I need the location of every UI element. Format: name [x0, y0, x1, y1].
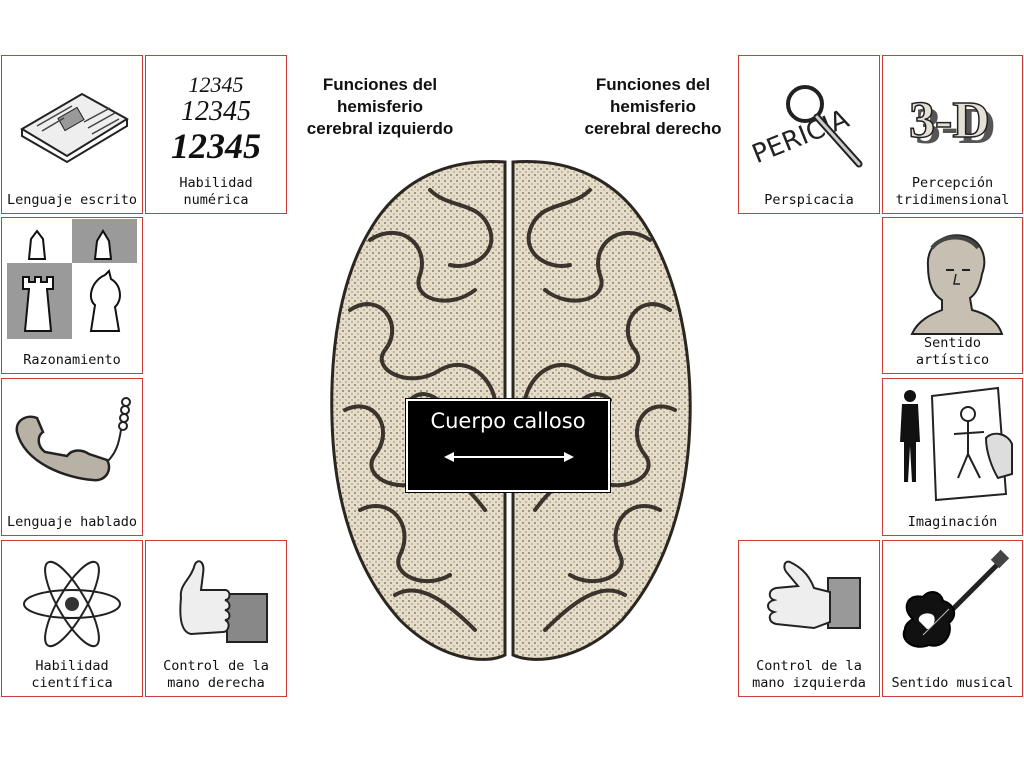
corpus-callosum-label: Cuerpo calloso: [430, 409, 586, 433]
drawing-figure-icon: [883, 383, 1022, 502]
number-line: 12345: [171, 126, 261, 166]
number-line: 12345: [181, 96, 251, 127]
box-percepcion-tridimensional: 3-D 3-D Percepción tridimensional: [882, 55, 1023, 214]
left-hemisphere-heading: Funciones del hemisferio cerebral izquie…: [306, 75, 454, 138]
atom-icon: [2, 545, 142, 663]
three-d-icon: 3-D 3-D: [883, 60, 1022, 178]
box-razonamiento: Razonamiento: [1, 217, 143, 374]
box-imaginacion: Imaginación: [882, 378, 1023, 536]
box-label: Control de la mano derecha: [163, 658, 269, 691]
three-d-text: 3-D: [909, 92, 990, 149]
box-label: Lenguaje escrito: [6, 192, 138, 208]
box-sentido-artistico: Sentido artístico: [882, 217, 1023, 374]
double-arrow-icon: [444, 452, 574, 462]
box-habilidad-cientifica: Habilidad científica: [1, 540, 143, 697]
numbers-icon: 12345 12345 12345: [146, 60, 286, 178]
box-lenguaje-hablado: Lenguaje hablado: [1, 378, 143, 536]
telephone-icon: [2, 383, 142, 501]
right-hemisphere-heading: Funciones del hemisferio cerebral derech…: [584, 75, 722, 138]
box-lenguaje-escrito: Lenguaje escrito: [1, 55, 143, 214]
box-control-mano-derecha: Control de la mano derecha: [145, 540, 287, 697]
box-label: Razonamiento: [23, 352, 121, 368]
thumbs-up-left-icon: [739, 543, 879, 661]
box-label: Lenguaje hablado: [6, 514, 138, 530]
box-sentido-musical: Sentido musical: [882, 540, 1023, 697]
guitar-icon: [883, 545, 1022, 663]
thumbs-up-icon: [146, 545, 286, 663]
three-d-shadow: 3-D: [915, 98, 996, 155]
box-perspicacia: PERICIA Perspicacia: [738, 55, 880, 214]
box-label: Habilidad científica: [31, 658, 113, 691]
newspaper-icon: [2, 60, 142, 178]
box-label: Control de la mano izquierda: [752, 658, 866, 691]
box-label: Sentido musical: [891, 675, 1014, 691]
brain-diagram: [300, 150, 730, 670]
box-control-mano-izquierda: Control de la mano izquierda: [738, 540, 880, 697]
box-habilidad-numerica: 12345 12345 12345 Habilidad numérica: [145, 55, 287, 214]
chess-icon: [2, 219, 142, 339]
number-line: 12345: [188, 72, 244, 97]
box-label: Percepción tridimensional: [895, 175, 1010, 208]
box-label: Imaginación: [907, 514, 998, 530]
box-label: Perspicacia: [764, 192, 854, 208]
corpus-callosum-box: Cuerpo calloso: [405, 398, 611, 493]
magnifier-icon: PERICIA: [739, 60, 879, 178]
box-label: Sentido artístico: [915, 335, 990, 368]
box-label: Habilidad numérica: [179, 175, 253, 208]
brain-icon: [330, 160, 692, 661]
sculpture-head-icon: [883, 222, 1022, 340]
